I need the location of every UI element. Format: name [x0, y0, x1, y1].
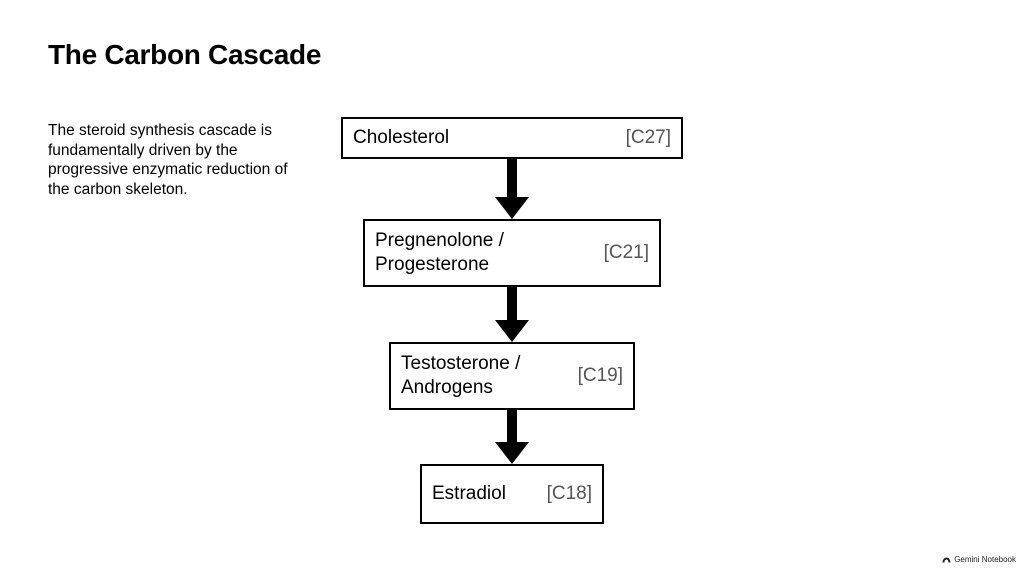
- step-name: Pregnenolone / Progesterone: [375, 230, 504, 275]
- arrow-head: [495, 442, 529, 464]
- arrow-head: [495, 197, 529, 219]
- step-name: Estradiol: [432, 483, 506, 504]
- down-arrow-icon: [495, 287, 529, 342]
- cascade-step-cholesterol: Cholesterol [C27]: [341, 117, 683, 159]
- step-carbon-count: [C19]: [577, 365, 623, 386]
- step-carbon-count: [C21]: [603, 242, 649, 263]
- step-name: Testosterone / Androgens: [401, 353, 521, 398]
- cascade-step-testosterone: Testosterone / Androgens [C19]: [389, 342, 635, 410]
- down-arrow-icon: [495, 410, 529, 464]
- notebook-logo-icon: [942, 557, 951, 563]
- cascade-step-estradiol: Estradiol [C18]: [420, 464, 604, 524]
- footer-brand-label: Gemini Notebook: [954, 555, 1016, 564]
- intro-paragraph: The steroid synthesis cascade is fundame…: [48, 122, 288, 198]
- down-arrow-icon: [495, 159, 529, 219]
- arrow-shaft: [507, 410, 517, 444]
- step-name: Cholesterol: [353, 127, 450, 148]
- arrow-shaft: [507, 159, 517, 199]
- step-carbon-count: [C18]: [546, 483, 592, 504]
- step-carbon-count: [C27]: [625, 127, 671, 148]
- footer-brand: Gemini Notebook: [942, 555, 1016, 565]
- cascade-step-pregnenolone: Pregnenolone / Progesterone [C21]: [363, 219, 661, 287]
- arrow-head: [495, 320, 529, 342]
- arrow-shaft: [507, 287, 517, 322]
- slide-title: The Carbon Cascade: [48, 39, 322, 70]
